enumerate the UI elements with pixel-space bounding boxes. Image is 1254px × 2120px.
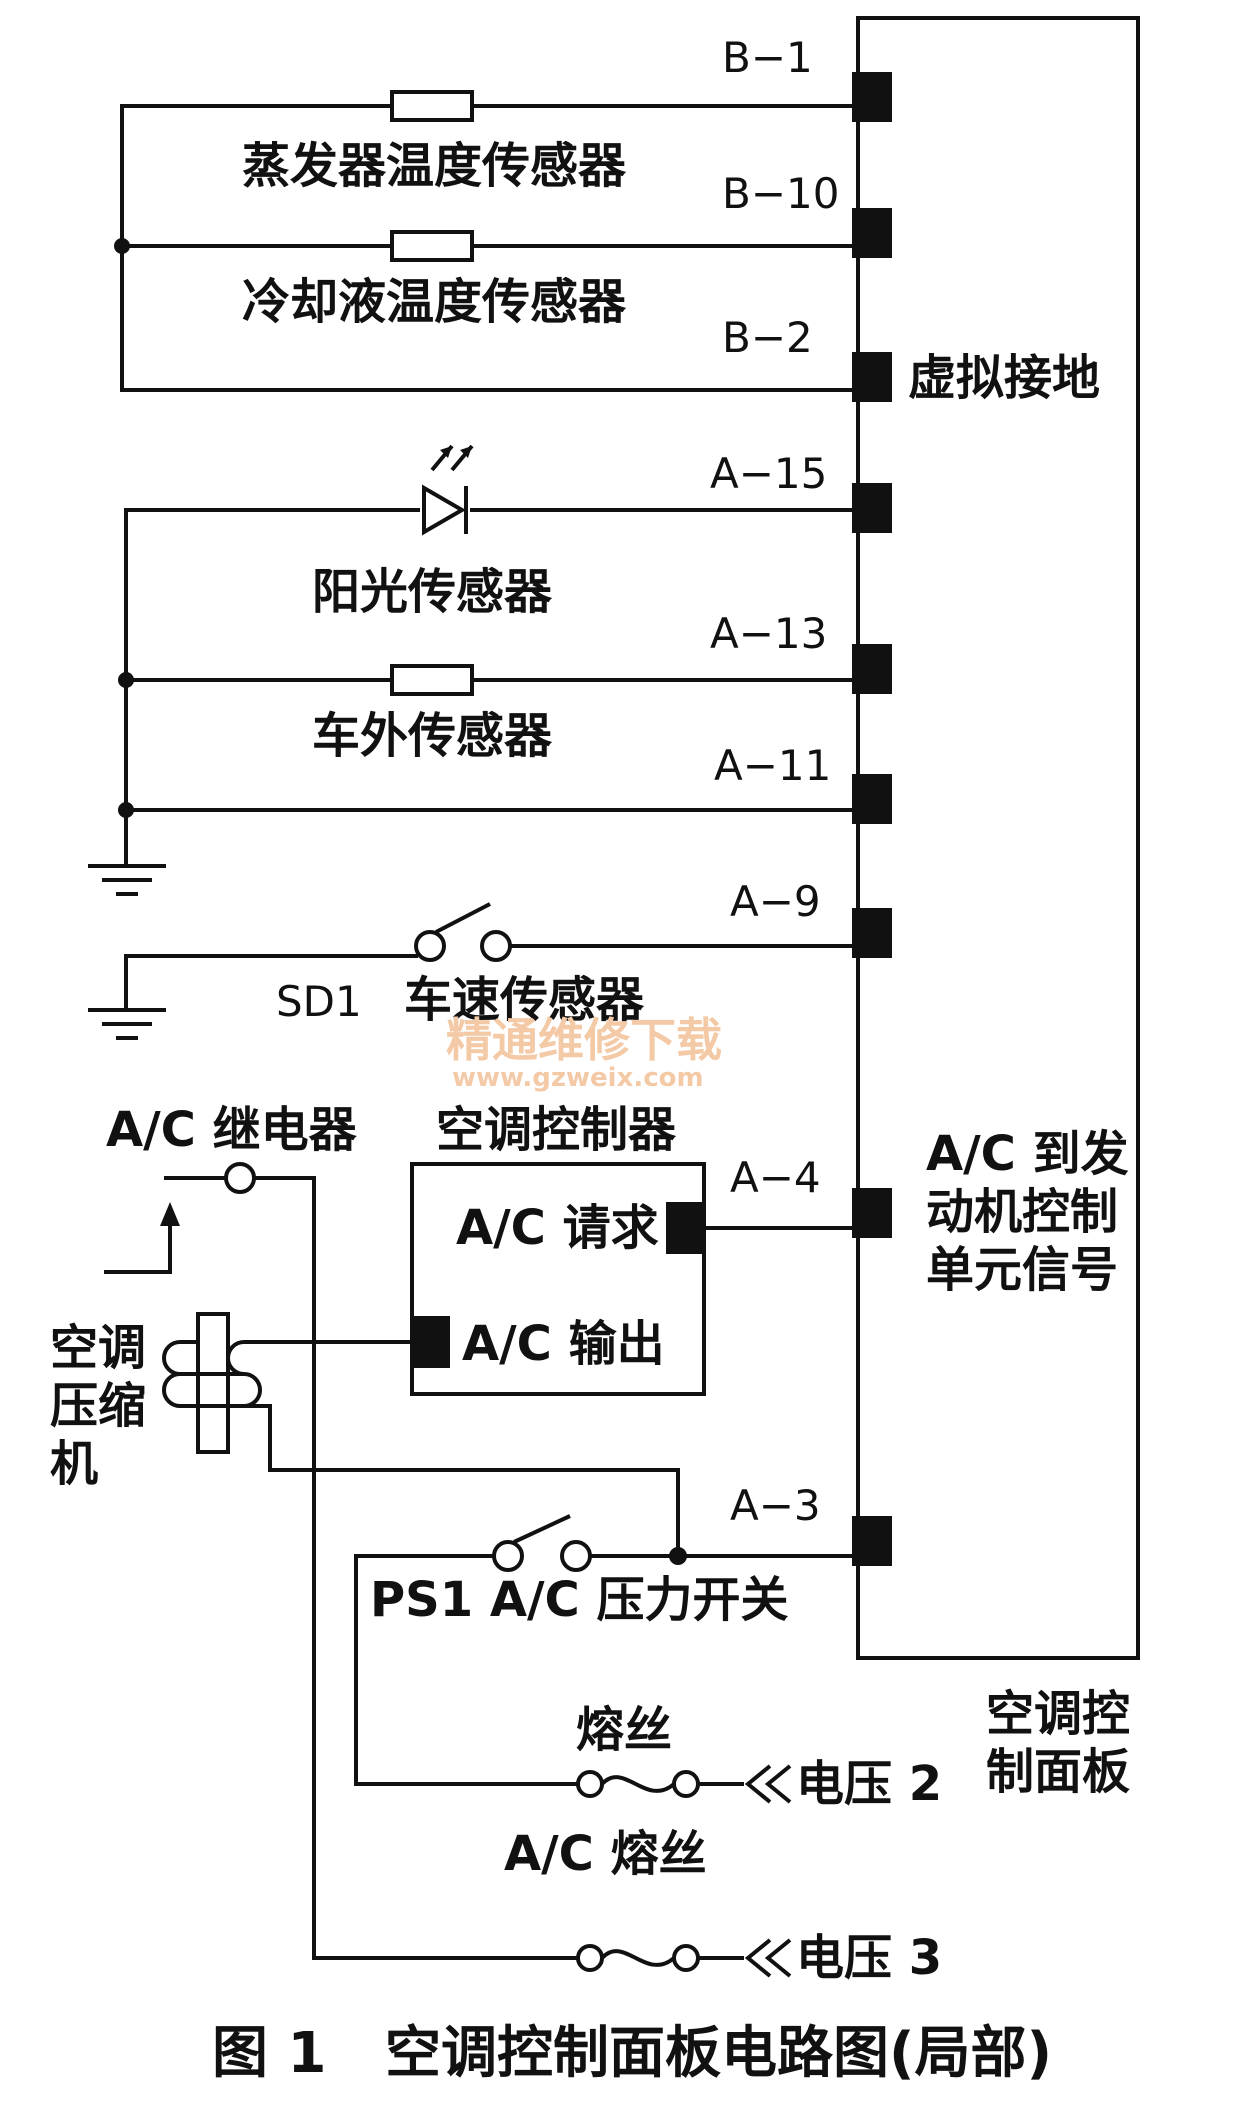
compressor-clutch-coil bbox=[162, 1312, 680, 1556]
pin-b10-block bbox=[852, 208, 892, 258]
evaporator-sensor-resistor bbox=[390, 90, 474, 122]
ac-output-label: A/C 输出 bbox=[462, 1316, 665, 1372]
ac-request-pin bbox=[666, 1202, 704, 1254]
ac-output-pin bbox=[412, 1316, 450, 1368]
ac-to-ecu-label-line2: 动机控制 bbox=[926, 1184, 1118, 1240]
relay-wiring bbox=[104, 1162, 578, 1960]
pin-a13-block bbox=[852, 644, 892, 694]
connector-pins bbox=[852, 72, 892, 1566]
junction-dot bbox=[114, 238, 130, 254]
pin-a4-block bbox=[852, 1188, 892, 1238]
ac-relay-label: A/C 继电器 bbox=[106, 1102, 358, 1158]
watermark-url: www.gzweix.com bbox=[452, 1063, 704, 1093]
coolant-sensor-resistor bbox=[390, 230, 474, 262]
ac-controller-box bbox=[410, 1162, 706, 1396]
fuse-icon bbox=[576, 1764, 792, 1804]
sun-sensor-diode bbox=[422, 484, 468, 536]
fuse-label: 熔丝 bbox=[576, 1702, 672, 1758]
compressor-label-line1: 空调 bbox=[50, 1320, 146, 1376]
pin-label-a13: A−13 bbox=[710, 609, 827, 658]
voltage2-label: 电压 2 bbox=[796, 1756, 942, 1812]
evaporator-sensor-label: 蒸发器温度传感器 bbox=[242, 138, 627, 194]
sun-sensor-label: 阳光传感器 bbox=[312, 564, 553, 620]
watermark-text: 精通维修下载 bbox=[446, 1013, 722, 1067]
ground-icon bbox=[88, 1008, 166, 1040]
pin-label-b10: B−10 bbox=[722, 169, 839, 218]
pin-a3-block bbox=[852, 1516, 892, 1566]
pin-label-a9: A−9 bbox=[730, 877, 821, 926]
temperature-sensor-wiring bbox=[114, 90, 858, 392]
pin-b2-block bbox=[852, 352, 892, 402]
ac-to-ecu-label-line1: A/C 到发 bbox=[926, 1126, 1129, 1182]
light-arrows-icon bbox=[430, 444, 474, 472]
outside-sensor-resistor bbox=[390, 664, 474, 696]
pin-a9-block bbox=[852, 908, 892, 958]
control-panel-label-line1: 空调控 bbox=[986, 1686, 1130, 1742]
compressor-label-line2: 压缩 bbox=[50, 1378, 146, 1434]
outside-sensor-label: 车外传感器 bbox=[312, 708, 553, 764]
control-panel-box bbox=[856, 16, 1140, 1660]
ac-fuse-icon bbox=[576, 1938, 792, 1978]
speed-sensor-wiring bbox=[88, 902, 858, 1040]
sun-outside-sensor-wiring bbox=[88, 444, 858, 896]
pin-label-a11: A−11 bbox=[714, 741, 831, 790]
pressure-switch-label: PS1 A/C 压力开关 bbox=[370, 1572, 788, 1628]
pin-label-a15: A−15 bbox=[710, 449, 827, 498]
figure-caption: 图 1 空调控制面板电路图(局部) bbox=[212, 2021, 1052, 2086]
coolant-sensor-label: 冷却液温度传感器 bbox=[242, 274, 627, 330]
pin-a11-block bbox=[852, 774, 892, 824]
compressor-label-line3: 机 bbox=[50, 1436, 98, 1492]
pin-a15-block bbox=[852, 483, 892, 533]
ac-fuse-label: A/C 熔丝 bbox=[504, 1826, 707, 1882]
pin-label-b1: B−1 bbox=[722, 33, 813, 82]
voltage3-label: 电压 3 bbox=[796, 1930, 942, 1986]
pin-label-a3: A−3 bbox=[730, 1481, 821, 1530]
pressure-switch-wiring bbox=[354, 1514, 858, 1786]
ac-request-label: A/C 请求 bbox=[456, 1200, 659, 1256]
sd1-label: SD1 bbox=[276, 977, 362, 1026]
pin-label-a4: A−4 bbox=[730, 1153, 821, 1202]
speed-sensor-label: 车速传感器 bbox=[404, 972, 645, 1028]
virtual-ground-label: 虚拟接地 bbox=[908, 350, 1100, 406]
ac-controller-label: 空调控制器 bbox=[436, 1102, 677, 1158]
pin-b1-block bbox=[852, 72, 892, 122]
pin-label-b2: B−2 bbox=[722, 313, 813, 362]
ac-to-ecu-label-line3: 单元信号 bbox=[926, 1242, 1118, 1298]
control-panel-label-line2: 制面板 bbox=[986, 1744, 1130, 1800]
ground-icon bbox=[88, 864, 166, 896]
